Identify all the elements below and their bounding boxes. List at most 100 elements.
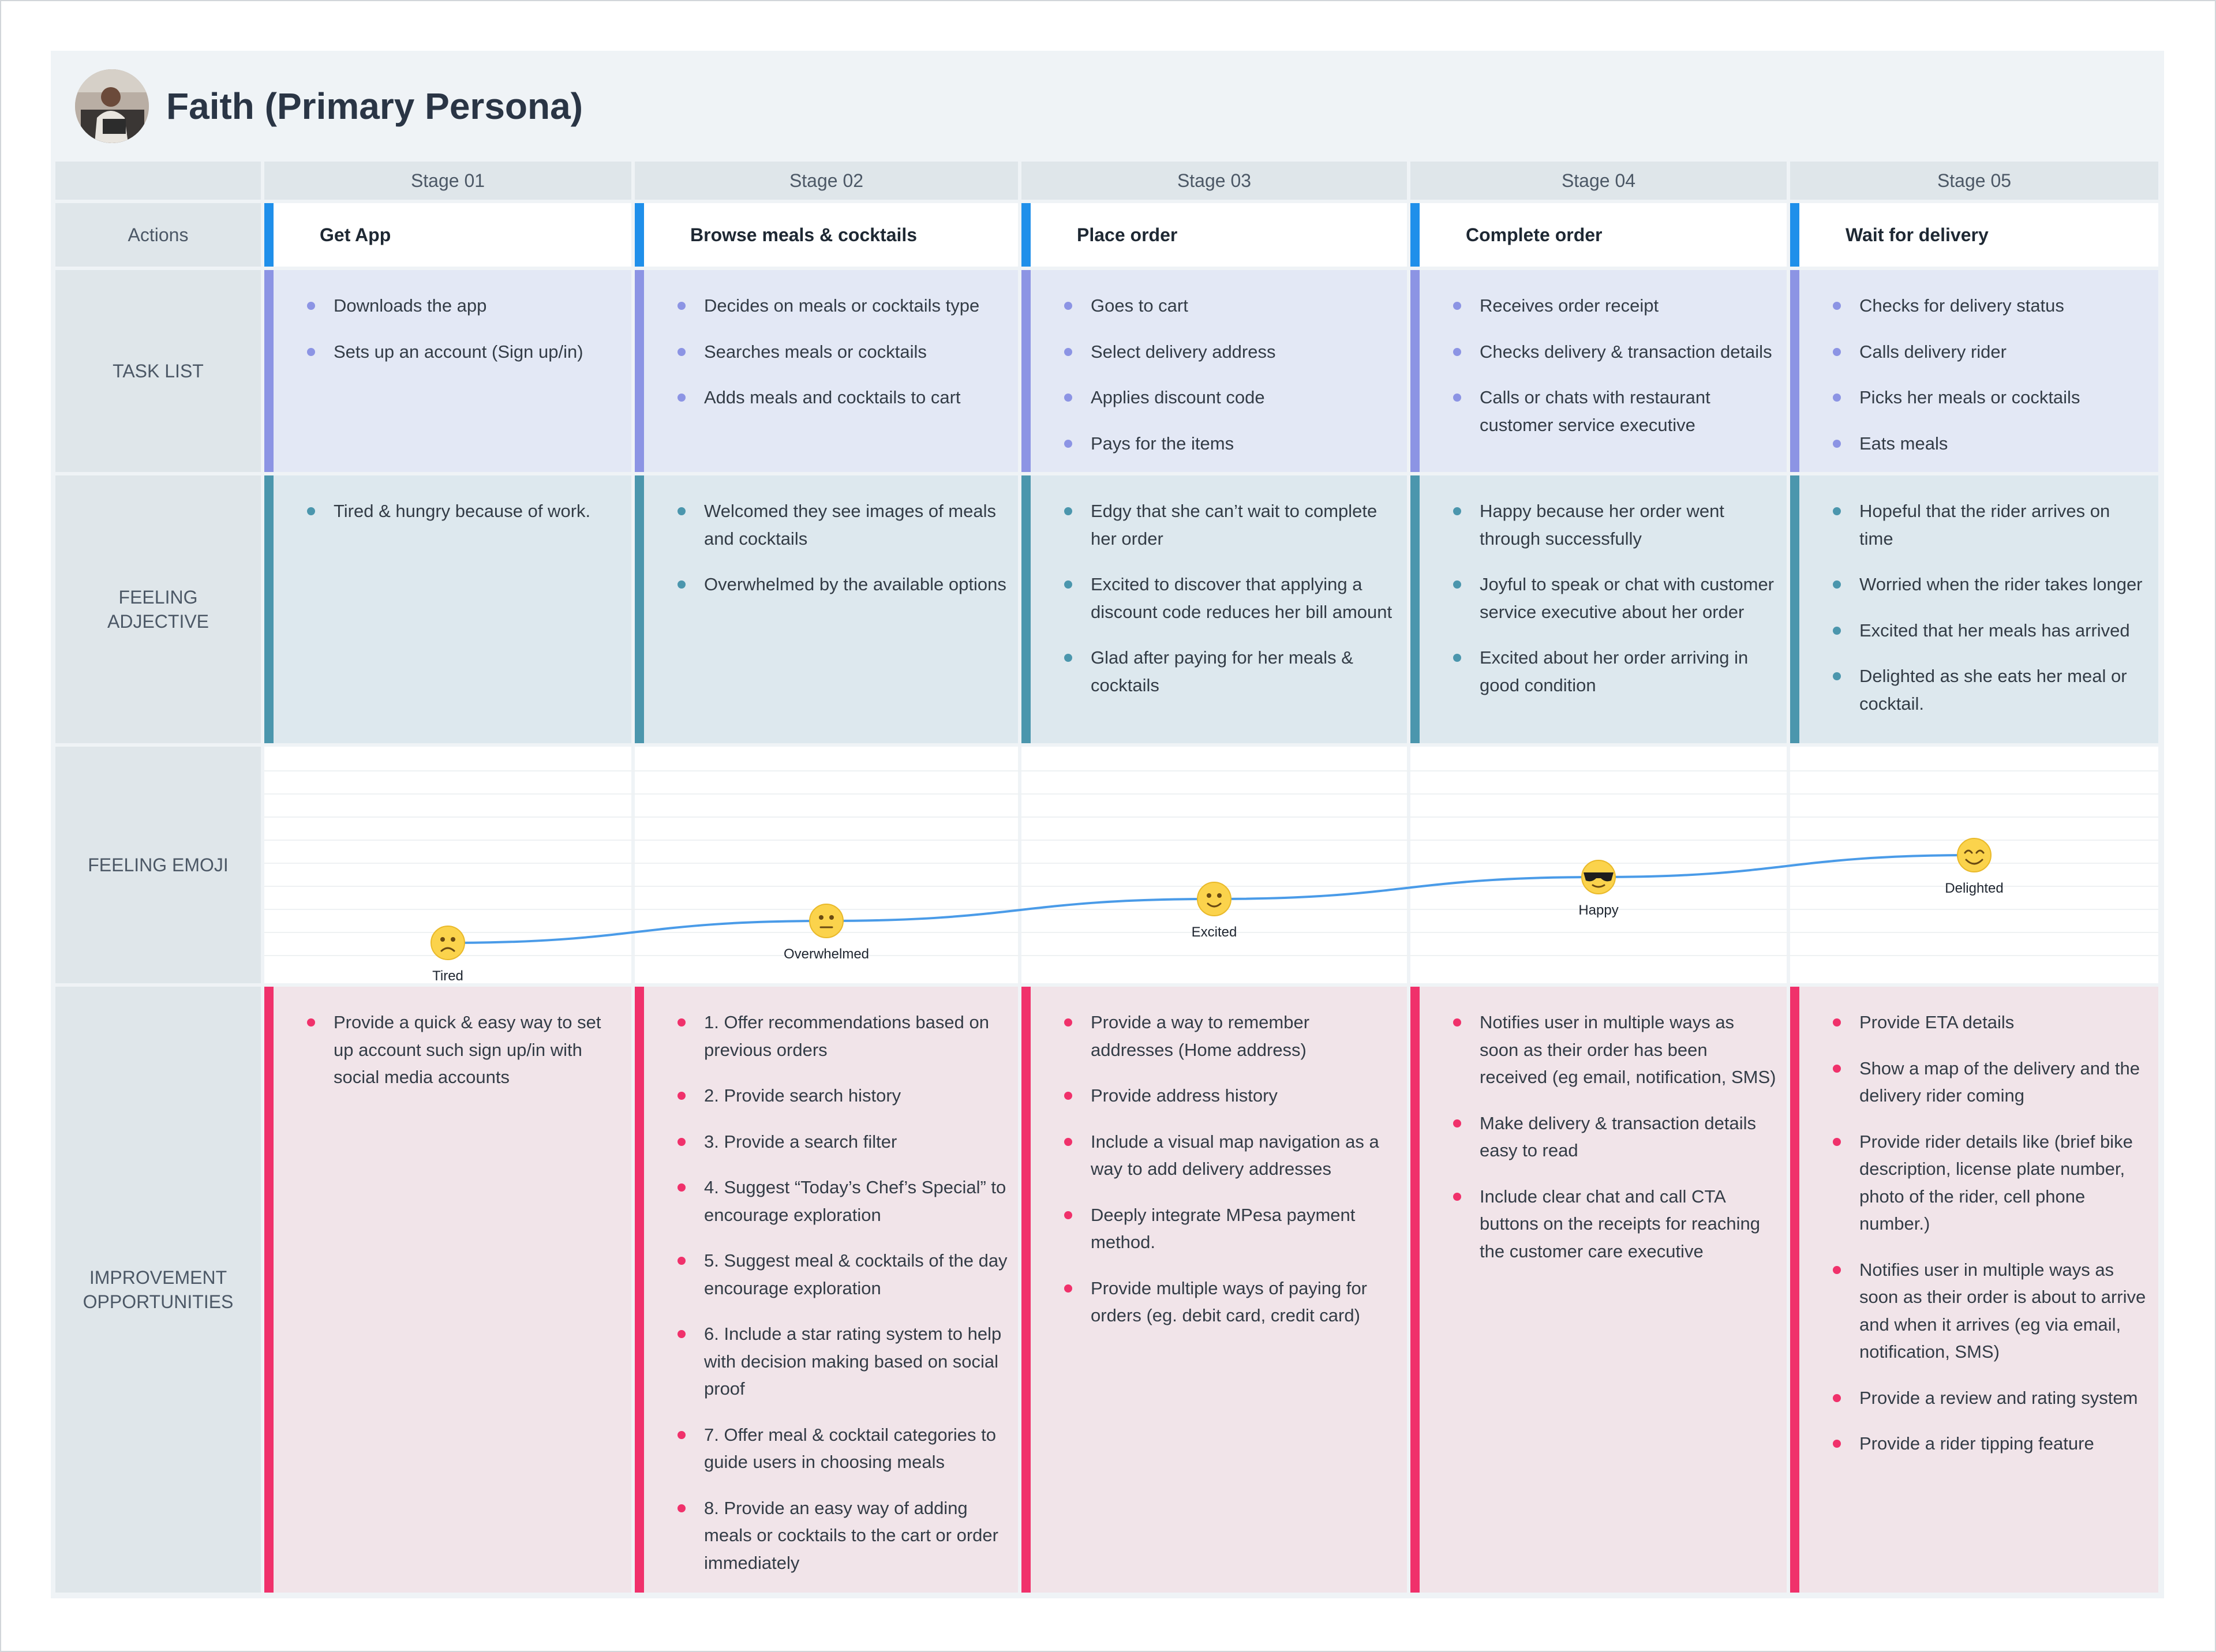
task-item: Select delivery address xyxy=(1063,338,1397,366)
stage-03-improvements: Provide a way to remember addresses (Hom… xyxy=(1021,987,1407,1593)
stage-05-header: Stage 05 xyxy=(1790,162,2158,200)
improvement-item-list: Provide a quick & easy way to set up acc… xyxy=(306,1009,621,1091)
improvement-item: 5. Suggest meal & cocktails of the day e… xyxy=(676,1247,1008,1302)
feeling-item: Hopeful that the rider arrives on time xyxy=(1832,497,2148,552)
improvement-item: 4. Suggest “Today’s Chef’s Special” to e… xyxy=(676,1174,1008,1228)
avatar xyxy=(75,69,149,143)
stage-01-emoji-cell xyxy=(264,747,631,983)
improvement-item: 6. Include a star rating system to help … xyxy=(676,1320,1008,1403)
stage-03-emoji-cell xyxy=(1021,747,1407,983)
improvement-item-list: Notifies user in multiple ways as soon a… xyxy=(1452,1009,1776,1265)
task-item: Applies discount code xyxy=(1063,384,1397,411)
stage-02-feeling-adjectives: Welcomed they see images of meals and co… xyxy=(635,475,1018,743)
improvement-item: Show a map of the delivery and the deliv… xyxy=(1832,1055,2148,1110)
task-item: Picks her meals or cocktails xyxy=(1832,384,2148,411)
persona-header: Faith (Primary Persona) xyxy=(75,69,583,143)
improvement-item: Notifies user in multiple ways as soon a… xyxy=(1452,1009,1776,1091)
feeling-item: Joyful to speak or chat with customer se… xyxy=(1452,571,1776,625)
feeling-item: Tired & hungry because of work. xyxy=(306,497,621,525)
stage-03-feeling-adjectives: Edgy that she can’t wait to complete her… xyxy=(1021,475,1407,743)
feeling-item-list: Welcomed they see images of meals and co… xyxy=(676,497,1008,598)
improvement-item: Include clear chat and call CTA buttons … xyxy=(1452,1183,1776,1265)
row-header-task-list: Task List xyxy=(55,270,261,472)
task-item: Decides on meals or cocktails type xyxy=(676,292,1008,320)
improvement-item: 7. Offer meal & cocktail categories to g… xyxy=(676,1421,1008,1476)
stage-04-emoji-cell xyxy=(1410,747,1787,983)
stage-02-emoji-cell xyxy=(635,747,1018,983)
task-item: Searches meals or cocktails xyxy=(676,338,1008,366)
stage-04-feeling-adjectives: Happy because her order went through suc… xyxy=(1410,475,1787,743)
feeling-item: Excited about her order arriving in good… xyxy=(1452,644,1776,699)
row-header-feeling-emoji: Feeling Emoji xyxy=(55,747,261,983)
feeling-item: Edgy that she can’t wait to complete her… xyxy=(1063,497,1397,552)
feeling-item: Welcomed they see images of meals and co… xyxy=(676,497,1008,552)
improvement-item: Notifies user in multiple ways as soon a… xyxy=(1832,1256,2148,1366)
improvement-item: Deeply integrate MPesa payment method. xyxy=(1063,1201,1397,1256)
task-item: Downloads the app xyxy=(306,292,621,320)
improvement-item: Provide a quick & easy way to set up acc… xyxy=(306,1009,621,1091)
feeling-item: Glad after paying for her meals & cockta… xyxy=(1063,644,1397,699)
feeling-item-list: Tired & hungry because of work. xyxy=(306,497,621,525)
stage-03-action: Place order xyxy=(1021,203,1407,267)
feeling-item: Excited to discover that applying a disc… xyxy=(1063,571,1397,625)
improvement-item: Provide a way to remember addresses (Hom… xyxy=(1063,1009,1397,1063)
feeling-item: Happy because her order went through suc… xyxy=(1452,497,1776,552)
task-item: Adds meals and cocktails to cart xyxy=(676,384,1008,411)
feeling-item: Excited that her meals has arrived xyxy=(1832,617,2148,645)
task-item: Checks delivery & transaction details xyxy=(1452,338,1776,366)
corner-header xyxy=(55,162,261,200)
feeling-item: Delighted as she eats her meal or cockta… xyxy=(1832,662,2148,717)
improvement-item: 8. Provide an easy way of adding meals o… xyxy=(676,1494,1008,1577)
improvement-item: Make delivery & transaction details easy… xyxy=(1452,1110,1776,1164)
task-item: Pays for the items xyxy=(1063,430,1397,458)
improvement-item-list: 1. Offer recommendations based on previo… xyxy=(676,1009,1008,1576)
stage-05-action: Wait for delivery xyxy=(1790,203,2158,267)
improvement-item: Provide ETA details xyxy=(1832,1009,2148,1036)
improvement-item: Provide a review and rating system xyxy=(1832,1384,2148,1412)
improvement-item: 3. Provide a search filter xyxy=(676,1128,1008,1156)
stage-04-improvements: Notifies user in multiple ways as soon a… xyxy=(1410,987,1787,1593)
stage-05-emoji-cell xyxy=(1790,747,2158,983)
row-header-improvement-opportunities: Improvement Opportunities xyxy=(55,987,261,1593)
improvement-item: 2. Provide search history xyxy=(676,1082,1008,1110)
stage-04-action: Complete order xyxy=(1410,203,1787,267)
row-header-actions: Actions xyxy=(55,203,261,267)
task-item: Checks for delivery status xyxy=(1832,292,2148,320)
stage-02-improvements: 1. Offer recommendations based on previo… xyxy=(635,987,1018,1593)
page-title: Faith (Primary Persona) xyxy=(166,85,583,127)
task-item: Receives order receipt xyxy=(1452,292,1776,320)
task-item: Calls delivery rider xyxy=(1832,338,2148,366)
journey-map-board: Faith (Primary Persona) ActionsTask List… xyxy=(51,51,2164,1598)
feeling-item-list: Happy because her order went through suc… xyxy=(1452,497,1776,699)
improvement-item: Provide a rider tipping feature xyxy=(1832,1430,2148,1458)
row-header-feeling-adjective: Feeling Adjective xyxy=(55,475,261,743)
stage-01-action: Get App xyxy=(264,203,631,267)
feeling-item: Worried when the rider takes longer xyxy=(1832,571,2148,598)
improvement-item-list: Provide a way to remember addresses (Hom… xyxy=(1063,1009,1397,1329)
task-item: Eats meals xyxy=(1832,430,2148,458)
improvement-item: 1. Offer recommendations based on previo… xyxy=(676,1009,1008,1063)
improvement-item: Provide address history xyxy=(1063,1082,1397,1110)
stage-01-feeling-adjectives: Tired & hungry because of work. xyxy=(264,475,631,743)
improvement-item: Provide multiple ways of paying for orde… xyxy=(1063,1275,1397,1329)
task-item: Calls or chats with restaurant customer … xyxy=(1452,384,1776,439)
stage-02-action: Browse meals & cocktails xyxy=(635,203,1018,267)
improvement-item: Include a visual map navigation as a way… xyxy=(1063,1128,1397,1183)
feeling-item-list: Edgy that she can’t wait to complete her… xyxy=(1063,497,1397,699)
improvement-item: Provide rider details like (brief bike d… xyxy=(1832,1128,2148,1238)
task-item: Goes to cart xyxy=(1063,292,1397,320)
stage-03-header: Stage 03 xyxy=(1021,162,1407,200)
